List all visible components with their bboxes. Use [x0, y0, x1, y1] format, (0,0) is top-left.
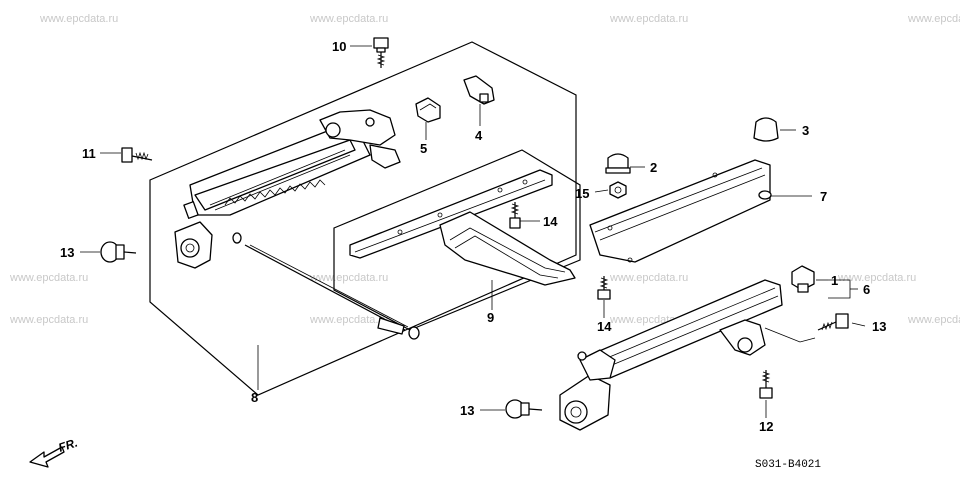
cap-nut-2	[605, 153, 631, 174]
bolt-13-left	[100, 241, 137, 263]
seat-rail-left-assembly	[174, 109, 420, 340]
callout-14-lower: 14	[597, 319, 612, 334]
callout-11: 11	[82, 146, 96, 161]
callout-13-bottom: 13	[460, 403, 474, 418]
front-label: FR.	[57, 436, 80, 455]
callout-1: 1	[831, 273, 838, 288]
watermark: www.epcdata.ru	[609, 272, 688, 284]
clip-4	[463, 75, 495, 105]
callout-7: 7	[820, 189, 827, 204]
callout-14-upper: 14	[543, 214, 558, 229]
bolt-12	[759, 370, 773, 399]
callout-15: 15	[575, 186, 589, 201]
callout-10: 10	[332, 39, 346, 54]
bolt-14-upper	[509, 202, 521, 229]
clip-5	[415, 97, 441, 123]
callout-6: 6	[863, 282, 870, 297]
callout-12: 12	[759, 419, 773, 434]
watermark: www.epcdata.ru	[9, 272, 88, 284]
callout-4: 4	[475, 128, 483, 143]
watermark: www.epcdata.ru	[907, 314, 960, 326]
watermark: www.epcdata.ru	[309, 13, 388, 25]
clip-1	[791, 265, 815, 293]
watermark: www.epcdata.ru	[39, 13, 118, 25]
assembly-outline-8	[149, 41, 577, 396]
front-direction-arrow: FR.	[29, 436, 80, 468]
bolt-13-bottom	[505, 399, 543, 419]
callout-5: 5	[420, 141, 427, 156]
watermark: www.epcdata.ru	[309, 314, 388, 326]
nut-15	[609, 181, 627, 199]
leader-lines	[80, 45, 866, 418]
callout-13-right: 13	[872, 319, 886, 334]
seat-bracket-9	[349, 169, 576, 286]
diagram-code: S031-B4021	[755, 459, 821, 471]
bolt-14-lower	[597, 276, 611, 300]
callout-2: 2	[650, 160, 657, 175]
callout-8: 8	[251, 390, 258, 405]
bolt-13-right	[817, 313, 849, 331]
callout-labels: 10 11 13 13 13 12 14 14 15 2 3 4 5 7 9 8…	[60, 39, 886, 434]
watermark: www.epcdata.ru	[907, 13, 960, 25]
watermark: www.epcdata.ru	[9, 314, 88, 326]
bolt-10	[373, 37, 389, 68]
seat-rail-right-lower	[559, 279, 783, 431]
watermark: www.epcdata.ru	[837, 272, 916, 284]
seat-rail-right-upper-7	[589, 159, 772, 263]
callout-9: 9	[487, 310, 494, 325]
callout-13-left: 13	[60, 245, 74, 260]
assembly-outline-9	[333, 149, 581, 331]
cap-3	[753, 117, 779, 142]
callout-3: 3	[802, 123, 809, 138]
watermark-layer: www.epcdata.ru www.epcdata.ru www.epcdat…	[9, 13, 960, 326]
bolt-11	[121, 147, 153, 163]
watermark: www.epcdata.ru	[309, 272, 388, 284]
watermark: www.epcdata.ru	[609, 13, 688, 25]
